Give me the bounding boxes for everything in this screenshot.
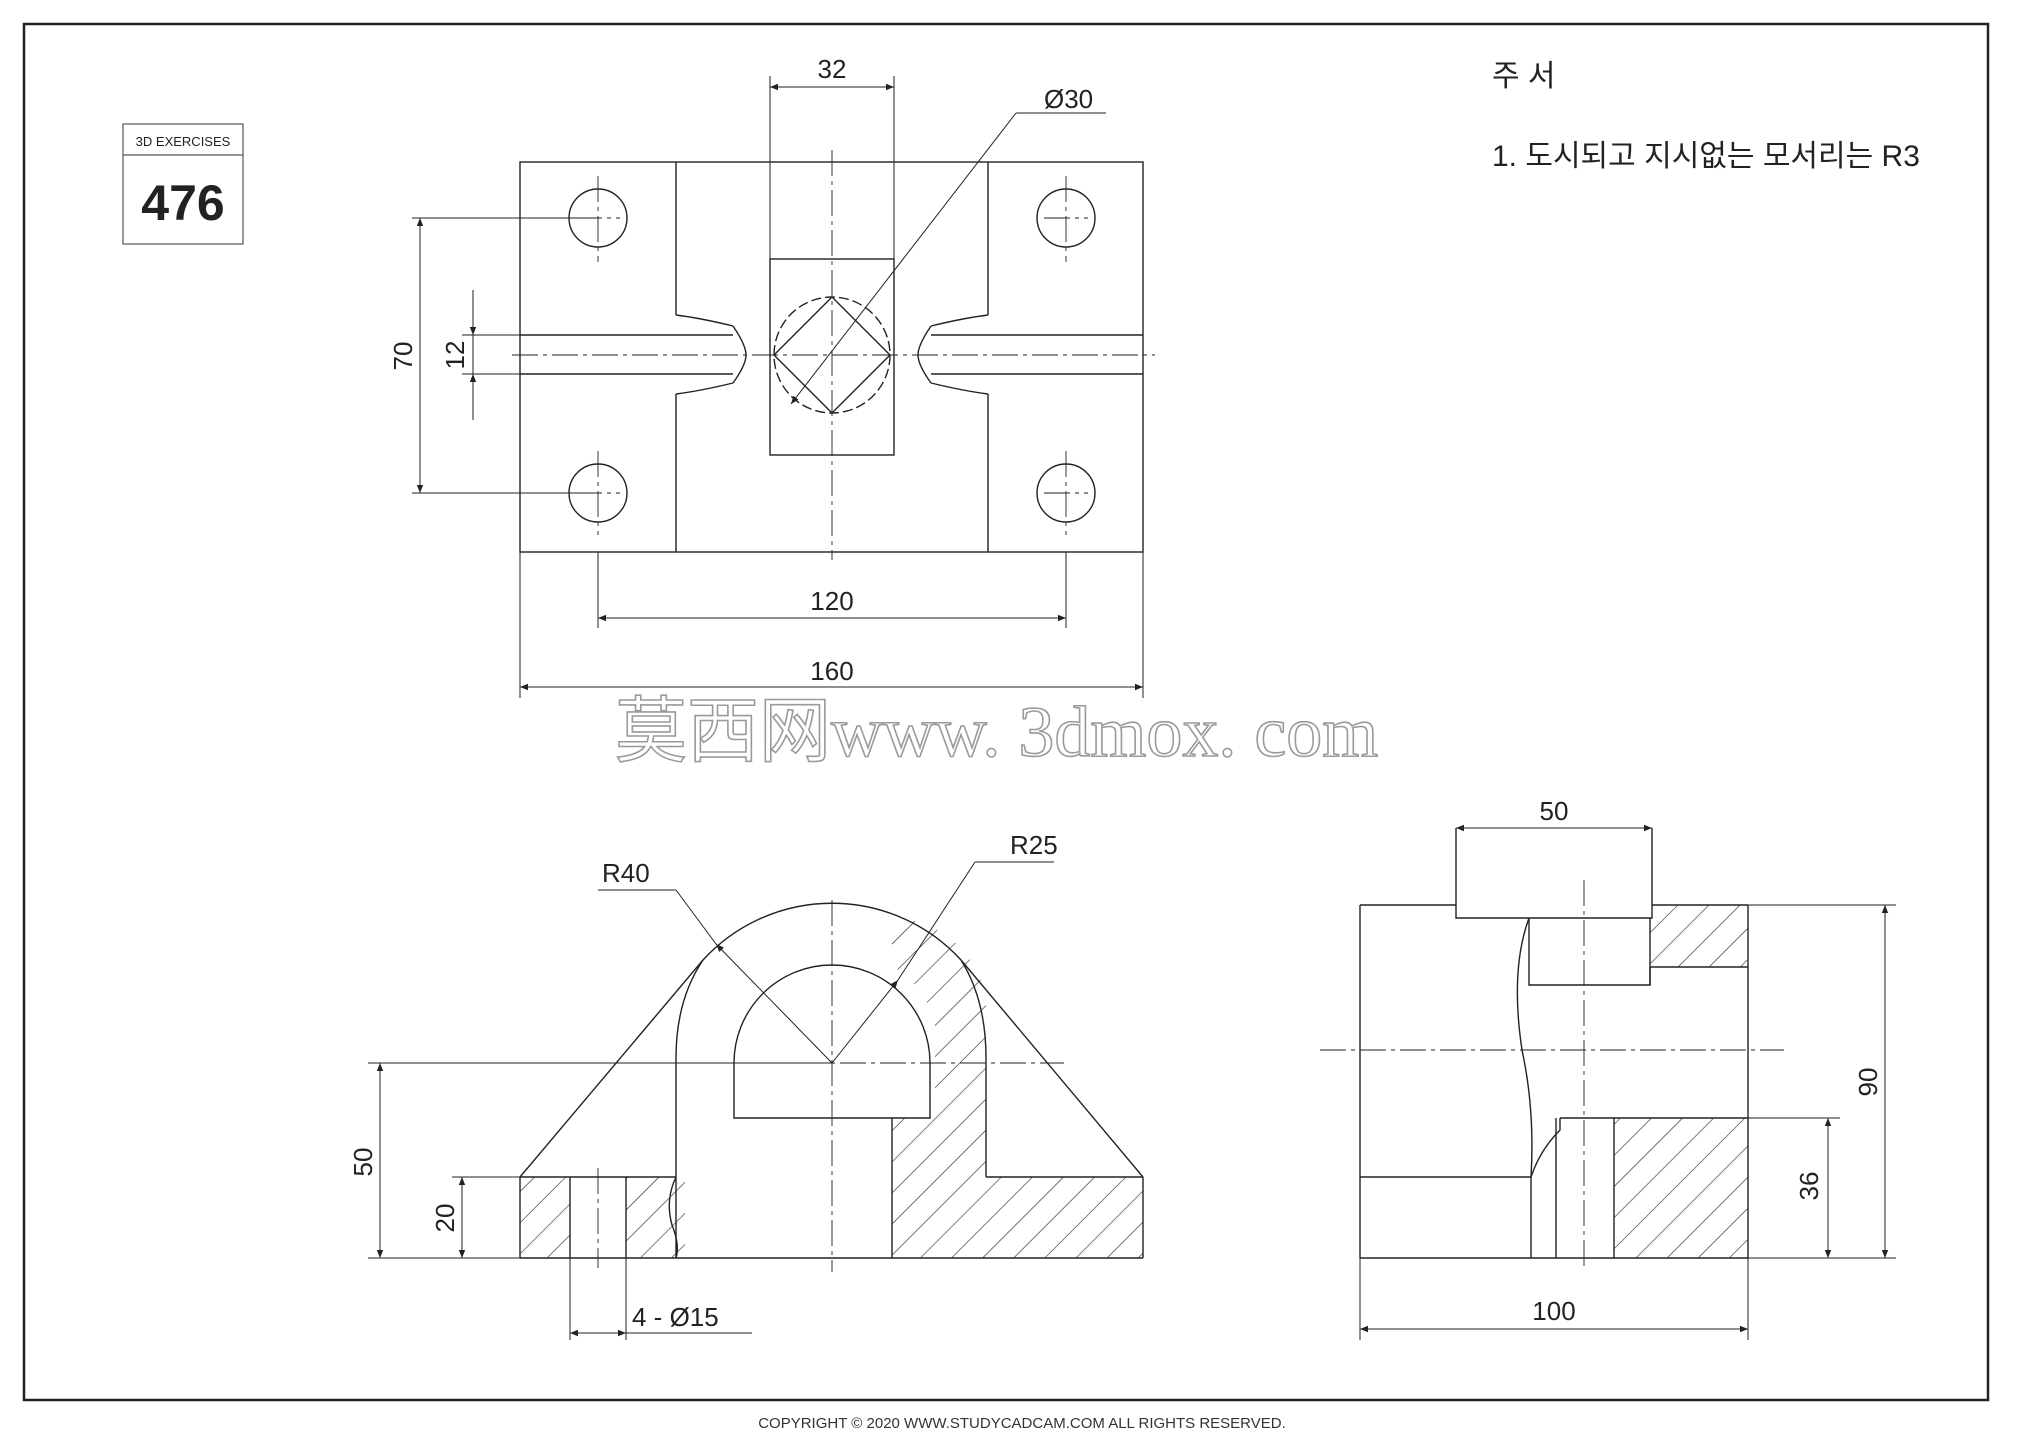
exercise-badge: 3D EXERCISES 476 [122, 123, 244, 245]
dim-dia30: Ø30 [1044, 84, 1093, 114]
side-view-centerlines [1320, 880, 1784, 1270]
badge-number: 476 [141, 175, 224, 231]
dim-50: 50 [348, 1148, 378, 1177]
dim-70: 70 [388, 342, 418, 371]
dim-120: 120 [810, 586, 853, 616]
dim-160: 160 [810, 656, 853, 686]
watermark-text: 莫西网www. 3dmox. com [615, 692, 1378, 772]
copyright-footer: COPYRIGHT © 2020 WWW.STUDYCADCAM.COM ALL… [758, 1415, 1286, 1432]
side-view [1359, 828, 1749, 1259]
front-view-dimensions [368, 861, 1054, 1340]
badge-label: 3D EXERCISES [136, 134, 231, 149]
dim-32: 32 [818, 54, 847, 84]
dim-50-side: 50 [1540, 796, 1569, 826]
top-view-dimensions [412, 76, 1144, 698]
sheet-border [22, 22, 1990, 1402]
top-view-centerlines [512, 150, 1155, 560]
side-view-dimensions [1359, 824, 1896, 1340]
dim-90: 90 [1853, 1068, 1883, 1097]
dim-holes: 4 - Ø15 [632, 1302, 719, 1332]
notes-title: 주 서 [1492, 60, 1556, 93]
dim-20: 20 [430, 1204, 460, 1233]
dim-r40: R40 [602, 858, 650, 888]
dim-12: 12 [440, 341, 470, 370]
dim-r25: R25 [1010, 830, 1058, 860]
side-view-hatching [1614, 905, 1748, 1258]
dim-100: 100 [1532, 1296, 1575, 1326]
notes-line-1: 1. 도시되고 지시없는 모서리는 R3 [1492, 140, 1920, 173]
top-view [519, 161, 1144, 553]
dim-36: 36 [1794, 1172, 1824, 1201]
